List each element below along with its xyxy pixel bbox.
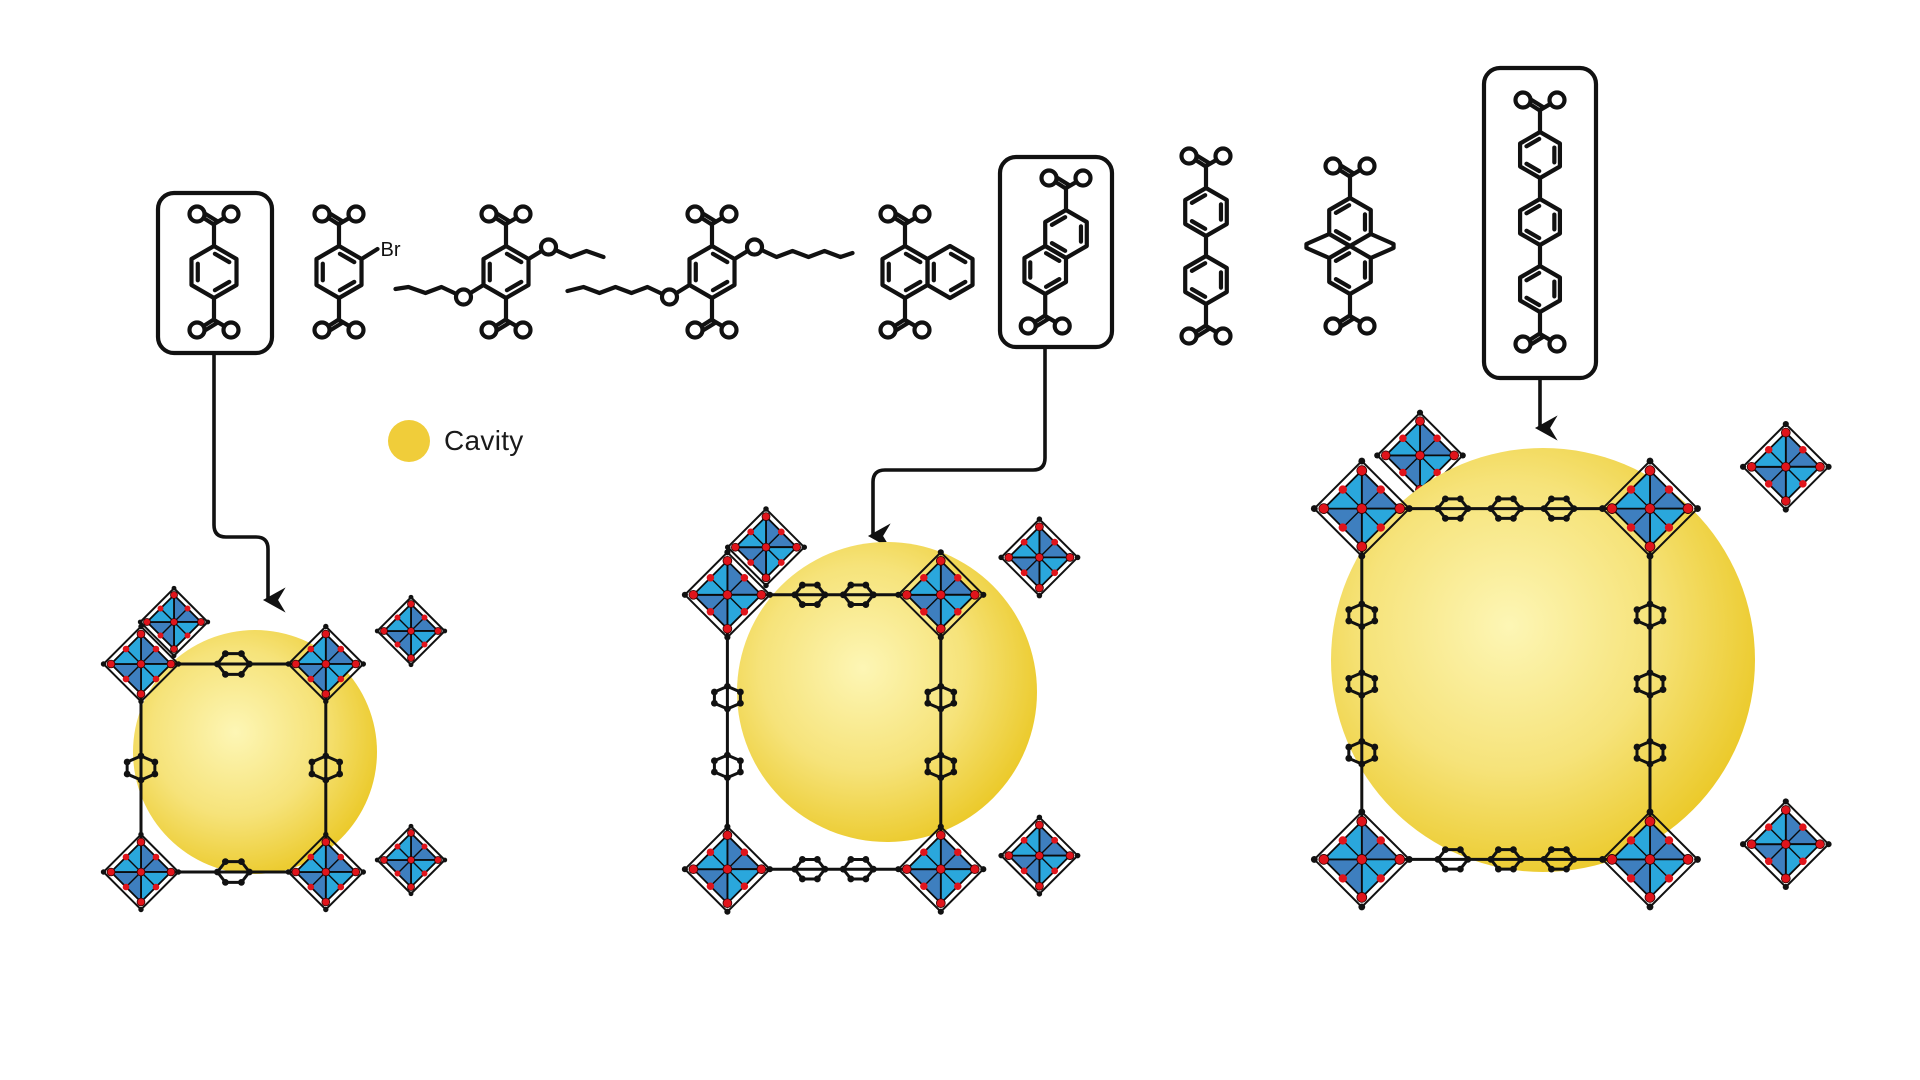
linker-ndc-1-4 — [878, 204, 975, 340]
linker-row: Br — [155, 65, 1599, 381]
linker-br-bdc: Br — [312, 204, 401, 340]
linker-bpdc — [1179, 146, 1233, 346]
bromo-label: Br — [381, 239, 401, 261]
mof-structures — [100, 409, 1832, 915]
linker-bdc — [155, 190, 275, 356]
mof-structure-small — [100, 585, 448, 913]
linker-dihexyloxy-bdc — [565, 204, 855, 340]
linker-ndc-2-6 — [997, 154, 1115, 350]
arrow-bdc-to-small — [212, 351, 286, 613]
mof-structure-large — [1310, 409, 1832, 911]
linker-dipropoxy-bdc — [393, 204, 606, 340]
mof-structure-medium — [681, 506, 1081, 915]
cavity-legend-swatch — [388, 420, 430, 462]
highlight-box-bdc — [155, 190, 275, 356]
cavity-legend-label: Cavity — [444, 425, 524, 456]
linker-tpdc — [1481, 65, 1599, 381]
legend: Cavity — [388, 420, 524, 462]
linker-tetrahydropyrene — [1304, 156, 1396, 336]
arrow-ndc-2-6-to-medium — [867, 345, 1047, 549]
linker-arrows — [212, 345, 1558, 613]
highlight-box-ndc-2-6 — [997, 154, 1115, 350]
cavity-sphere-medium — [737, 542, 1037, 842]
